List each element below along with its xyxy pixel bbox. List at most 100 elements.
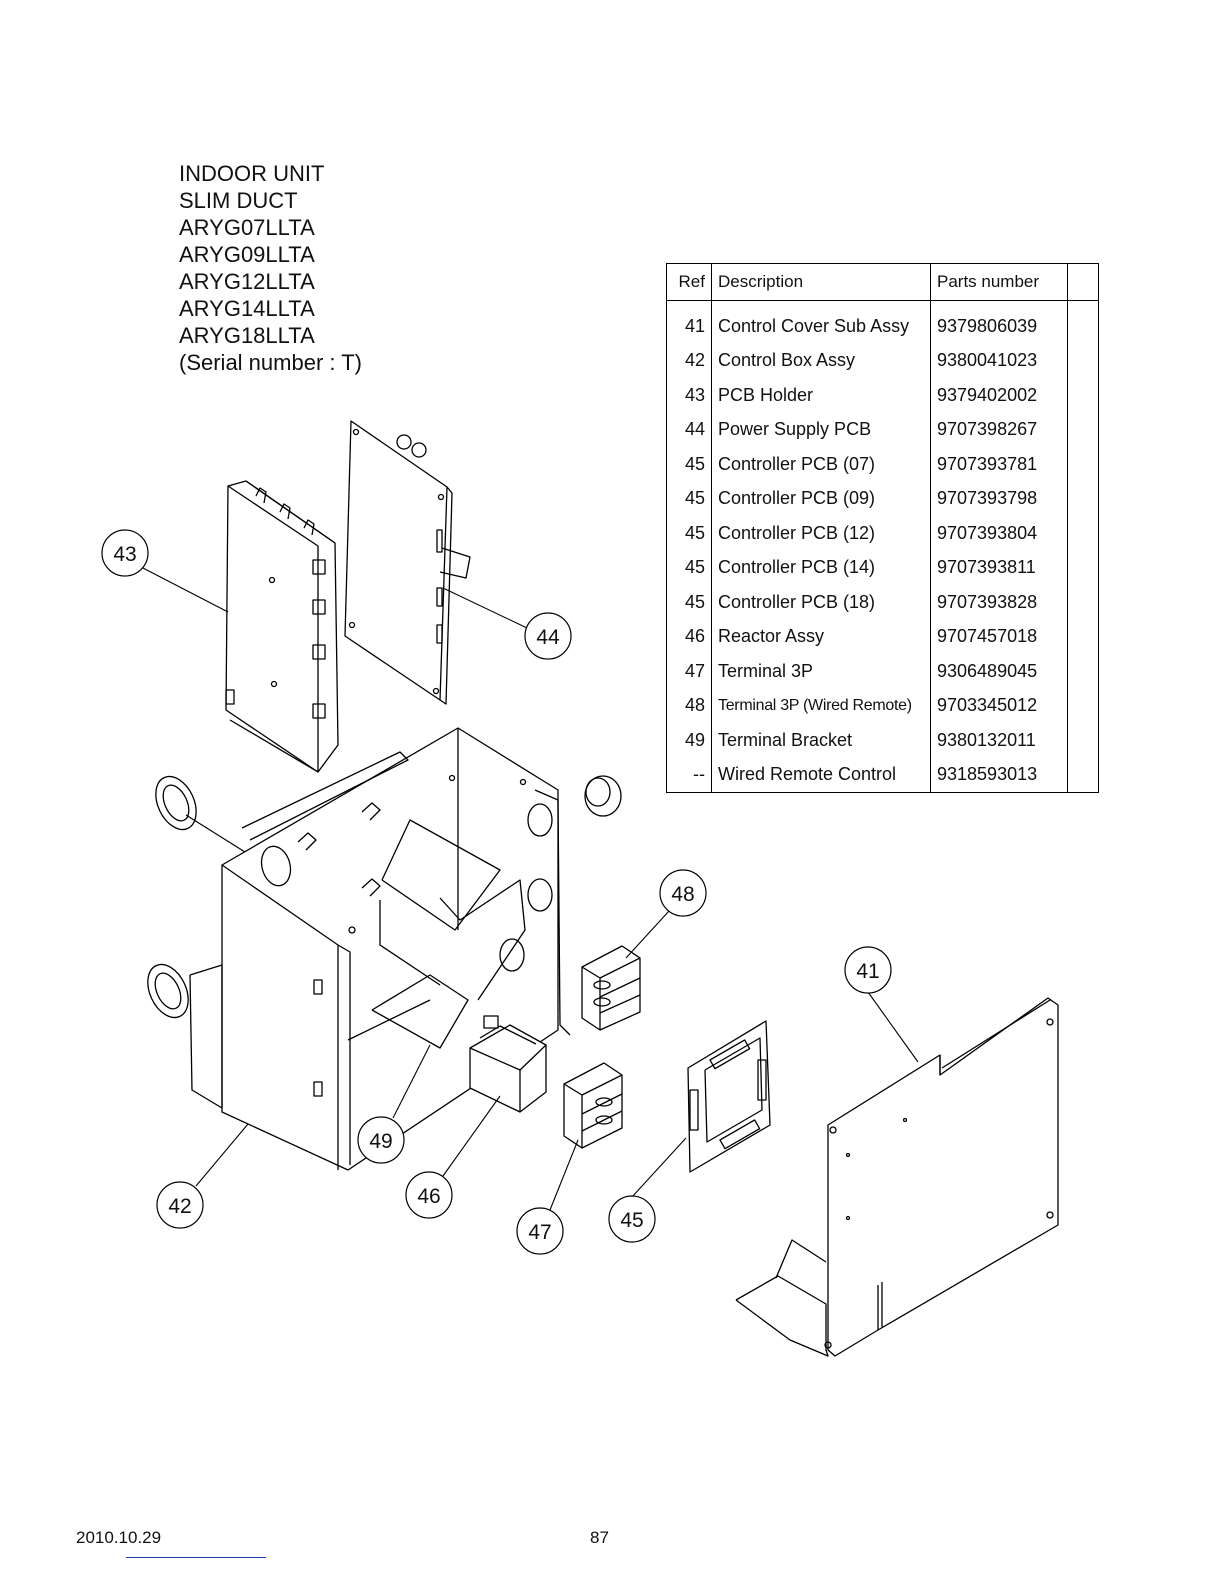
callout-47-label: 47 <box>528 1221 551 1244</box>
cell-blank <box>1067 585 1099 620</box>
footer-divider <box>126 1557 266 1558</box>
footer-date: 2010.10.29 <box>76 1528 162 1547</box>
cell-ref: 45 <box>666 481 712 516</box>
callout-44-label: 44 <box>536 626 560 649</box>
cell-parts-number: 9379402002 <box>930 378 1068 413</box>
callout-46-circle <box>405 1171 453 1219</box>
cell-parts-number: 9703345012 <box>930 688 1068 723</box>
cell-blank <box>1067 688 1099 723</box>
control-cover-part <box>735 997 1059 1357</box>
cell-ref: 43 <box>666 378 712 413</box>
callout-43-circle <box>101 529 149 577</box>
cell-description: Reactor Assy <box>711 619 931 654</box>
cell-blank <box>1067 481 1099 516</box>
cell-parts-number: 9707393804 <box>930 516 1068 551</box>
callout-49-label: 49 <box>369 1130 392 1153</box>
cell-blank <box>1067 378 1099 413</box>
cell-parts-number: 9380132011 <box>930 723 1068 758</box>
cell-description: Terminal Bracket <box>711 723 931 758</box>
callout-42-label: 42 <box>168 1195 191 1218</box>
controller-pcb-part <box>687 1020 771 1173</box>
callout-bubbles <box>101 529 892 1255</box>
cell-ref: 48 <box>666 688 712 723</box>
callout-41-circle <box>844 946 892 994</box>
callout-45-circle <box>608 1195 656 1243</box>
cell-description: Wired Remote Control <box>711 757 931 793</box>
leader-lines <box>142 567 919 1211</box>
terminal-3p-part <box>563 1062 623 1149</box>
cell-ref: 41 <box>666 300 712 344</box>
cell-description: Power Supply PCB <box>711 412 931 447</box>
cell-blank <box>1067 757 1099 793</box>
title-line: ARYG07LLTA <box>179 215 315 240</box>
cell-blank <box>1067 447 1099 482</box>
page-number: 87 <box>590 1528 609 1547</box>
cell-blank <box>1067 550 1099 585</box>
callout-45-label: 45 <box>620 1209 643 1232</box>
title-line: ARYG18LLTA <box>179 323 315 348</box>
callout-48-label: 48 <box>671 883 694 906</box>
callout-43-label: 43 <box>113 543 136 566</box>
cell-ref: 47 <box>666 654 712 689</box>
cell-parts-number: 9707393781 <box>930 447 1068 482</box>
cell-ref: 42 <box>666 343 712 378</box>
header-blank <box>1067 263 1099 301</box>
grommet-part <box>147 775 622 1019</box>
cell-blank <box>1067 300 1099 344</box>
title-line: ARYG14LLTA <box>179 296 315 321</box>
cell-description: Controller PCB (07) <box>711 447 931 482</box>
cell-ref: 45 <box>666 516 712 551</box>
callout-42-circle <box>156 1181 204 1229</box>
cell-ref: -- <box>666 757 712 793</box>
cell-blank <box>1067 412 1099 447</box>
cell-blank <box>1067 516 1099 551</box>
title-line: ARYG12LLTA <box>179 269 315 294</box>
title-line: (Serial number : T) <box>179 350 362 375</box>
cell-description: Control Cover Sub Assy <box>711 300 931 344</box>
cell-description: Controller PCB (18) <box>711 585 931 620</box>
cell-description: Controller PCB (12) <box>711 516 931 551</box>
header-description: Description <box>711 263 931 301</box>
reactor-part <box>469 1015 547 1113</box>
cell-blank <box>1067 723 1099 758</box>
callout-48-circle <box>659 869 707 917</box>
cell-ref: 49 <box>666 723 712 758</box>
title-line: ARYG09LLTA <box>179 242 315 267</box>
cell-ref: 45 <box>666 447 712 482</box>
title-line: INDOOR UNIT <box>179 161 325 186</box>
cell-blank <box>1067 343 1099 378</box>
callout-41-label: 41 <box>856 960 879 983</box>
cell-parts-number: 9318593013 <box>930 757 1068 793</box>
model-title-block: INDOOR UNIT SLIM DUCT ARYG07LLTA ARYG09L… <box>179 160 362 376</box>
power-supply-pcb-part <box>344 420 471 705</box>
cell-parts-number: 9707393828 <box>930 585 1068 620</box>
cell-description: Terminal 3P <box>711 654 931 689</box>
cell-ref: 44 <box>666 412 712 447</box>
callout-46-label: 46 <box>417 1185 440 1208</box>
cell-description: Controller PCB (14) <box>711 550 931 585</box>
cell-description: PCB Holder <box>711 378 931 413</box>
table-header-row: Ref Description Parts number <box>666 263 1099 301</box>
callout-47-circle <box>516 1207 564 1255</box>
cell-description: Terminal 3P (Wired Remote) <box>711 688 931 723</box>
cell-parts-number: 9707393798 <box>930 481 1068 516</box>
cell-blank <box>1067 619 1099 654</box>
callout-44-circle <box>524 612 572 660</box>
cell-parts-number: 9707457018 <box>930 619 1068 654</box>
cell-blank <box>1067 654 1099 689</box>
cell-ref: 45 <box>666 585 712 620</box>
